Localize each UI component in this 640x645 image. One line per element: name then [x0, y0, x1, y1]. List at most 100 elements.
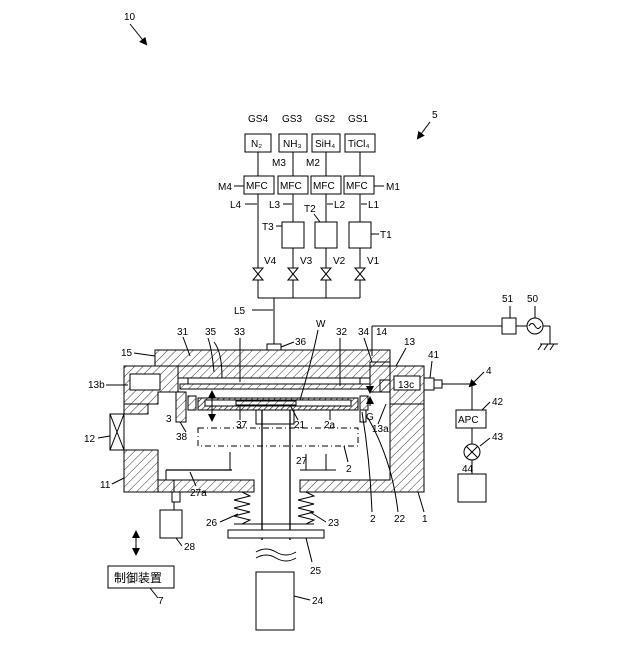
valve-v3	[288, 268, 298, 280]
ref-23: 23	[328, 518, 340, 529]
mfc-ref-2: M2	[306, 158, 320, 169]
ref-11: 11	[100, 480, 111, 491]
ref-1-leader	[418, 492, 424, 512]
mfc-ref-4: M4	[218, 182, 232, 193]
ref-5-arrow	[418, 122, 430, 138]
exhaust-flange	[434, 380, 442, 388]
line-ref-1: L1	[368, 200, 380, 211]
tank-ref-3: T3	[262, 222, 274, 233]
line-ref-3: L3	[269, 200, 281, 211]
ref-2-bottom-leader	[362, 412, 372, 512]
ref-43: 43	[492, 432, 504, 443]
gas-source-label-4: GS4	[248, 114, 268, 125]
ref-43-leader	[480, 438, 490, 446]
controller-label: 制御装置	[114, 570, 162, 585]
ref-13a-leader	[378, 404, 386, 424]
ref-7-leader	[150, 588, 158, 598]
ref-27: 27	[296, 456, 308, 467]
shaft-break-2	[256, 555, 296, 561]
ref-5: 5	[432, 110, 438, 121]
ref-38: 38	[176, 432, 188, 443]
chamber-wall-11	[124, 450, 158, 492]
valve-ref-4: V4	[264, 256, 277, 267]
ref-26-leader	[220, 514, 238, 522]
line-ref-5: L5	[234, 306, 246, 317]
ref-13-leader	[396, 348, 406, 366]
ref-12-leader	[98, 436, 110, 438]
ref-25: 25	[310, 566, 322, 577]
ref-w: W	[316, 319, 326, 330]
gas-nh3: NH₃	[283, 139, 302, 150]
ref-2-leader	[344, 446, 348, 462]
ref-1: 1	[422, 514, 428, 525]
tank-t2	[315, 222, 337, 248]
ref-36-leader	[281, 342, 294, 347]
ref-15: 15	[121, 348, 133, 359]
ref-13c: 13c	[398, 380, 414, 391]
ref-2-bottom: 2	[370, 514, 376, 525]
gas-diffusion-space	[188, 378, 360, 384]
ref-33: 33	[234, 327, 246, 338]
ref-34: 34	[358, 327, 370, 338]
valve-ref-2: V2	[333, 256, 346, 267]
ref-14: 14	[376, 327, 388, 338]
shower-head-base	[178, 366, 370, 378]
lift-actuator-28	[160, 510, 182, 538]
ref-50: 50	[527, 294, 539, 305]
ref-4-arrow	[470, 372, 484, 386]
bellows-26	[234, 492, 250, 524]
ref-10: 10	[124, 12, 136, 23]
ref-11-leader	[112, 478, 124, 484]
line-ref-2: L2	[334, 200, 346, 211]
support-plate-25	[228, 530, 324, 538]
ref-41: 41	[428, 350, 440, 361]
ref-22: 22	[394, 514, 406, 525]
ref-35: 35	[205, 327, 217, 338]
ref-31: 31	[177, 327, 189, 338]
tank-t1	[349, 222, 371, 248]
chamber-wall-left-mid	[124, 404, 148, 414]
mfc-4-label: MFC	[246, 181, 268, 192]
valve-ref-1: V1	[367, 256, 380, 267]
exhaust-duct-left	[130, 374, 160, 390]
ref-24-leader	[294, 596, 310, 600]
matching-box	[502, 318, 516, 334]
ref-28: 28	[184, 542, 196, 553]
ref-10-arrow	[130, 24, 146, 44]
apc-label: APC	[458, 415, 479, 426]
valve-ref-3: V3	[300, 256, 313, 267]
ref-7: 7	[158, 596, 164, 607]
shower-plate	[180, 384, 370, 389]
ref-25-leader	[306, 538, 312, 562]
gas-n2: N₂	[251, 139, 262, 150]
tank-ref-2-leader	[314, 214, 320, 222]
gas-source-label-3: GS3	[282, 114, 302, 125]
ref-27a: 27a	[190, 488, 207, 499]
ref-13b: 13b	[88, 380, 105, 391]
ref-15-leader	[134, 353, 155, 356]
ref-21: 21	[294, 420, 306, 431]
vacuum-pump-44	[458, 474, 486, 502]
gas-inlet-36	[267, 344, 281, 350]
mfc-ref-3: M3	[272, 158, 286, 169]
ref-41-leader	[430, 361, 432, 378]
line-ref-4: L4	[230, 200, 242, 211]
valve-v2	[321, 268, 331, 280]
valve-v1	[355, 268, 365, 280]
heater-21	[236, 401, 296, 405]
tank-ref-1: T1	[380, 230, 392, 241]
ground-tick-3	[550, 344, 554, 350]
bellows-23	[298, 492, 314, 524]
shaft-break-1	[256, 549, 296, 555]
mfc-1-label: MFC	[346, 181, 368, 192]
ref-36: 36	[295, 337, 307, 348]
mfc-3-label: MFC	[280, 181, 302, 192]
valve-v4	[253, 268, 263, 280]
ref-13: 13	[404, 337, 416, 348]
mfc-2-label: MFC	[313, 181, 335, 192]
ref-42-leader	[482, 402, 490, 410]
lift-seal	[172, 492, 180, 502]
gas-source-label-1: GS1	[348, 114, 368, 125]
ref-44: 44	[462, 464, 474, 475]
